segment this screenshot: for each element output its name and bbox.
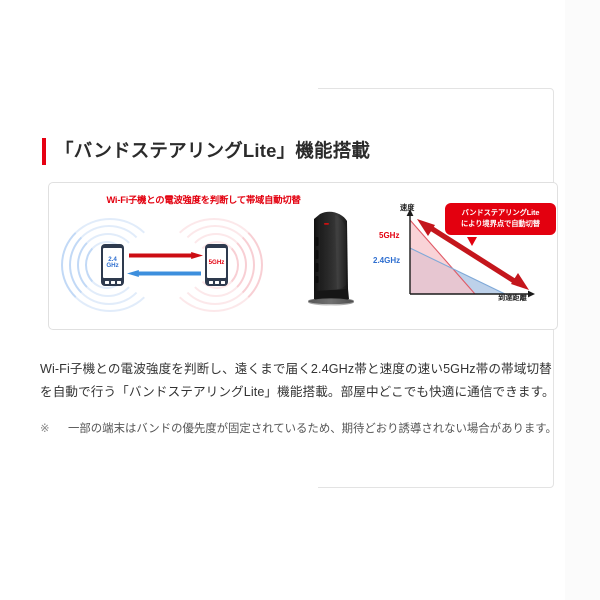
device-5ghz-home-bar (207, 280, 226, 284)
device-5ghz: 5GHz (205, 244, 228, 286)
section-title-row: 「バンドステアリングLite」機能搭載 (42, 138, 370, 165)
chart-y-axis-label: 速度 (400, 203, 415, 212)
series-line-5ghz (409, 219, 476, 295)
chart-callout: バンドステアリングLite により境界点で自動切替 (445, 203, 556, 236)
x-axis-arrowhead (528, 290, 535, 298)
band-steering-scene: 2.4 GHz 5GHz (61, 218, 277, 312)
device-2-4ghz-home-bar (103, 280, 122, 284)
page-title: 「バンドステアリングLite」機能搭載 (55, 140, 371, 162)
figure-heading: Wi-Fi子機との電波強度を判断して帯域自動切替 (106, 195, 301, 205)
device-5ghz-screen: 5GHz (207, 248, 226, 278)
callout-tail (467, 237, 477, 246)
arrow-left-to-2-4ghz-icon (127, 270, 201, 277)
chart-legend-2-4ghz: 2.4GHz (373, 256, 401, 265)
chart-x-axis-label: 到達距離 (498, 293, 527, 302)
chart-callout-line1: バンドステアリングLite (461, 208, 540, 217)
wave-blue-4 (61, 218, 159, 312)
device-2-4ghz-label: 2.4 GHz (106, 255, 119, 269)
description-paragraph: Wi-Fi子機との電波強度を判断し、遠くまで届く2.4GHz帯と速度の速い5GH… (40, 362, 555, 399)
speed-vs-distance-chart: 速度 到達距離 5GHz 2.4GHz バンドステアリングLite により境界点… (373, 201, 556, 316)
series-line-2-4ghz (409, 247, 506, 295)
arrow-right-to-5ghz-icon (129, 252, 203, 259)
wave-red-4 (165, 218, 263, 312)
footnote-text: 一部の端末はバンドの優先度が固定されているため、期待どおり誘導されない場合があり… (68, 423, 557, 435)
band-switch-arrow-icon (417, 219, 529, 290)
chart-callout-line2: により境界点で自動切替 (460, 218, 541, 228)
footnote-mark: ※ (40, 423, 50, 435)
chart-legend-5ghz: 5GHz (379, 231, 400, 240)
title-accent-bar (42, 138, 46, 165)
figure-box: Wi-Fi子機との電波強度を判断して帯域自動切替 2.4 GHz (48, 182, 558, 330)
device-5ghz-label: 5GHz (208, 258, 225, 266)
device-2-4ghz: 2.4 GHz (101, 244, 124, 286)
router-image (302, 203, 358, 309)
y-axis-arrowhead (406, 209, 414, 216)
chart-canvas (406, 209, 535, 298)
page-right-edge-shade (565, 0, 600, 600)
device-2-4ghz-screen: 2.4 GHz (103, 248, 122, 278)
footnote: ※ 一部の端末はバンドの優先度が固定されているため、期待どおり誘導されない場合が… (40, 420, 560, 440)
